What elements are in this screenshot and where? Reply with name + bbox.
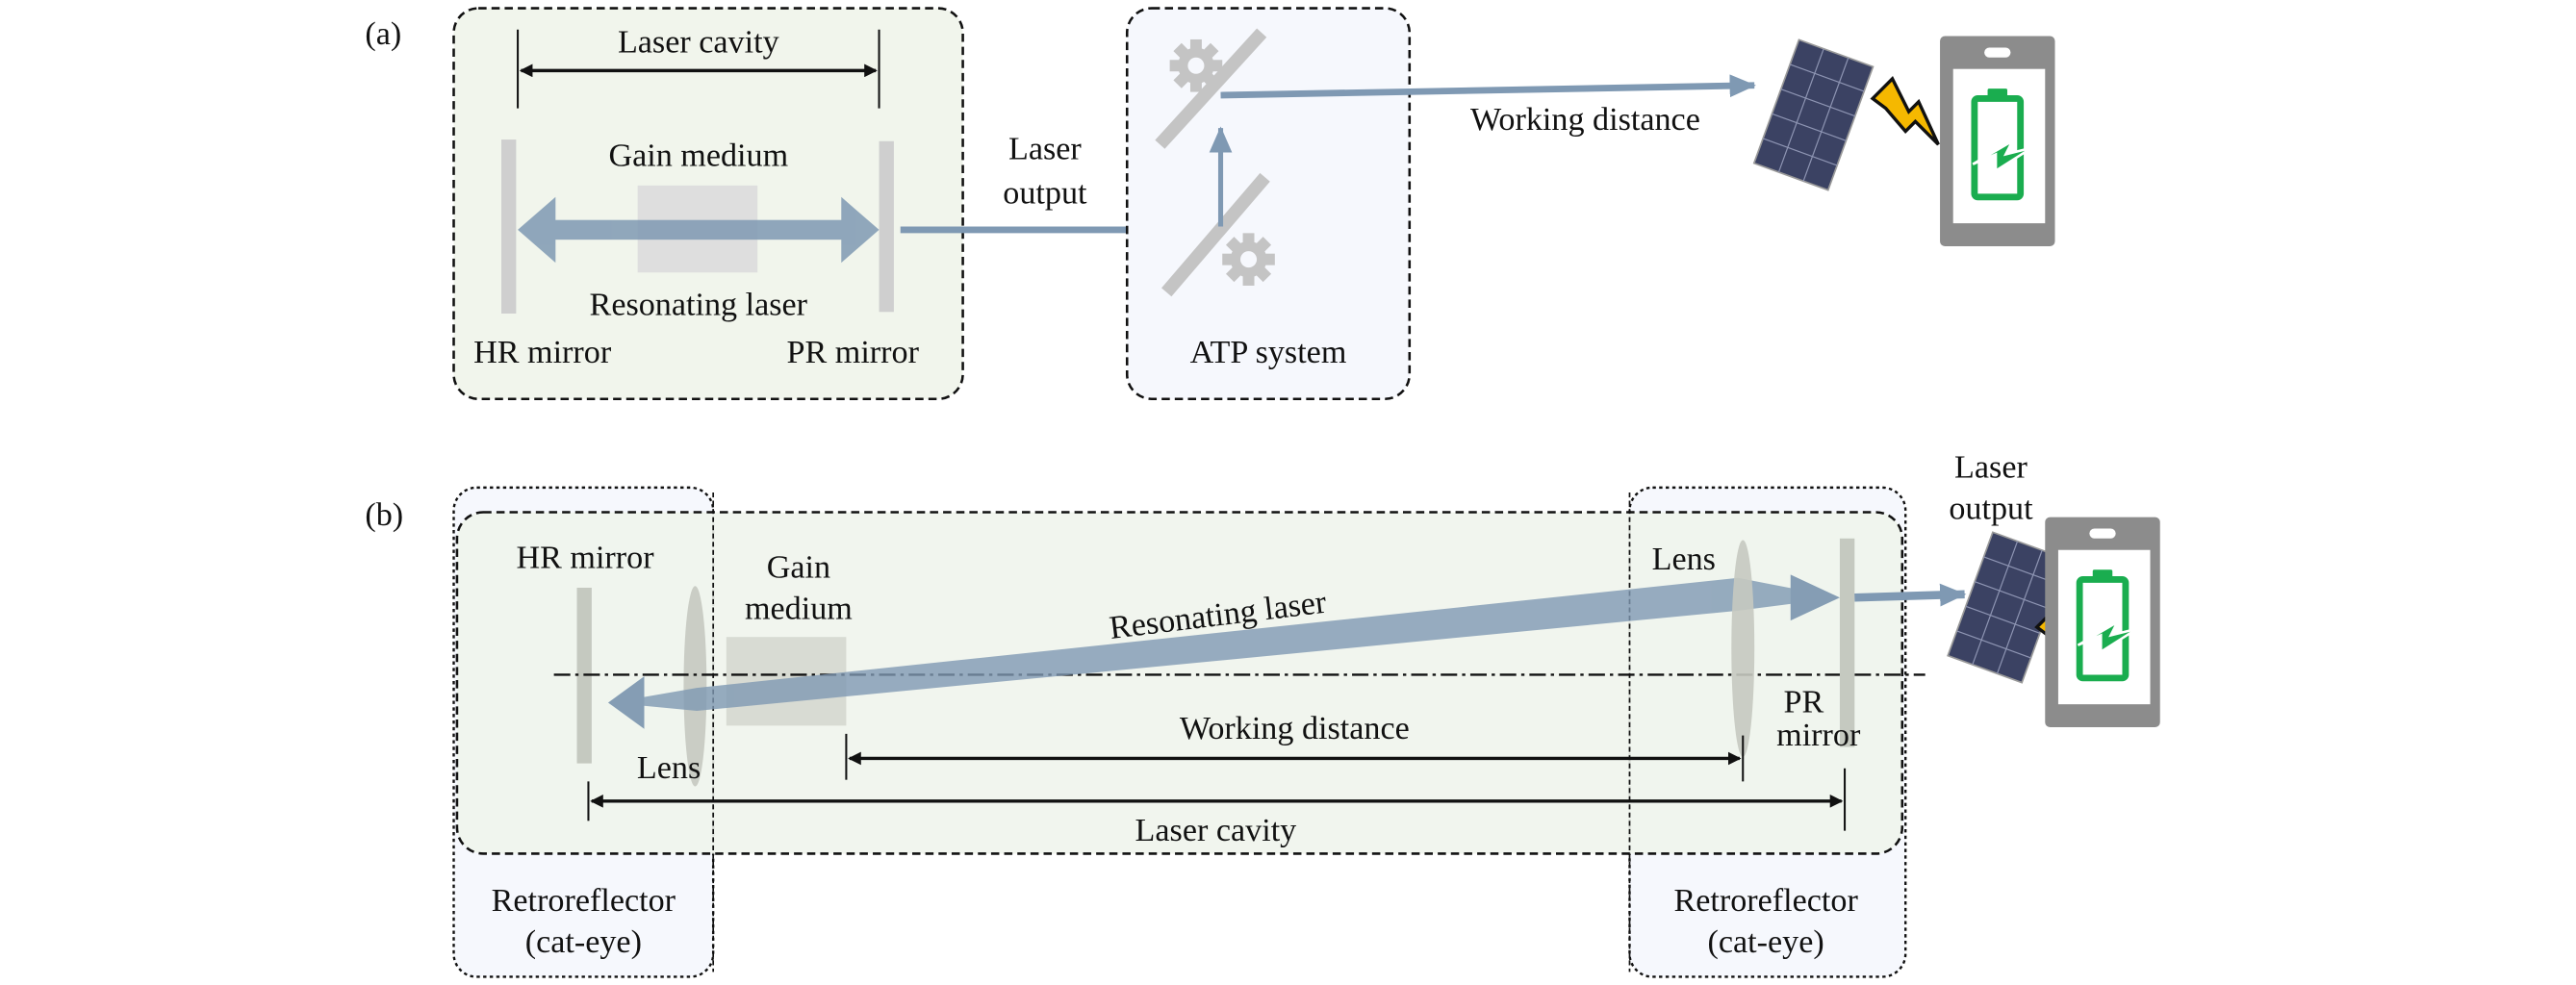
resonating-laser-beam-b — [607, 574, 1840, 729]
atp-system-label: ATP system — [1190, 335, 1347, 370]
laser-output-label-2: output — [1003, 176, 1087, 212]
transmitted-beam — [1220, 74, 1756, 99]
hr-mirror-label: HR mirror — [473, 335, 612, 370]
pr-label-2: mirror — [1776, 718, 1861, 753]
lens-left — [683, 586, 707, 787]
laser-output-label-b-1: Laser — [1954, 450, 2028, 486]
hr-mirror — [501, 139, 517, 314]
gear-icon — [1222, 233, 1275, 286]
steering-mirror-bottom — [1161, 172, 1270, 297]
resonating-laser-beam — [518, 196, 880, 264]
lens-right-label: Lens — [1652, 542, 1716, 577]
lens-right — [1731, 540, 1755, 757]
panel-a-label: (a) — [365, 16, 401, 52]
laser-output-beam-b — [1854, 583, 1967, 607]
retro-left-label-2: (cat-eye) — [525, 924, 642, 960]
gain-label-2: medium — [745, 591, 853, 626]
pr-label-1: PR — [1784, 685, 1824, 720]
laser-cavity-label-b: Laser cavity — [1135, 813, 1297, 848]
phone-icon — [2045, 518, 2159, 727]
laser-output-label-b-2: output — [1949, 491, 2033, 526]
retro-right-label-1: Retroreflector — [1673, 883, 1858, 919]
retro-left-label-1: Retroreflector — [492, 883, 676, 919]
panel-b-label: (b) — [365, 497, 403, 533]
working-distance-label: Working distance — [1470, 102, 1700, 138]
lightning-icon — [1871, 77, 1941, 146]
laser-output-label-1: Laser — [1008, 132, 1082, 167]
gain-medium-label: Gain medium — [608, 138, 788, 173]
pr-mirror — [879, 140, 894, 313]
resonating-laser-label: Resonating laser — [590, 288, 808, 323]
laser-cavity-label: Laser cavity — [618, 25, 779, 61]
cavity-box — [455, 511, 1904, 855]
phone-icon — [1940, 37, 2054, 246]
solar-panel-icon — [1752, 38, 1875, 191]
gear-icon — [1169, 38, 1223, 92]
gain-label-1: Gain — [767, 550, 830, 586]
pr-mirror-b — [1839, 538, 1855, 747]
hr-mirror-label-b: HR mirror — [516, 541, 654, 576]
retro-right-label-2: (cat-eye) — [1708, 924, 1824, 960]
lens-left-label: Lens — [637, 750, 701, 786]
steering-mirror-top — [1155, 28, 1267, 149]
working-distance-label-b: Working distance — [1180, 711, 1410, 746]
pr-mirror-label: PR mirror — [787, 335, 920, 370]
